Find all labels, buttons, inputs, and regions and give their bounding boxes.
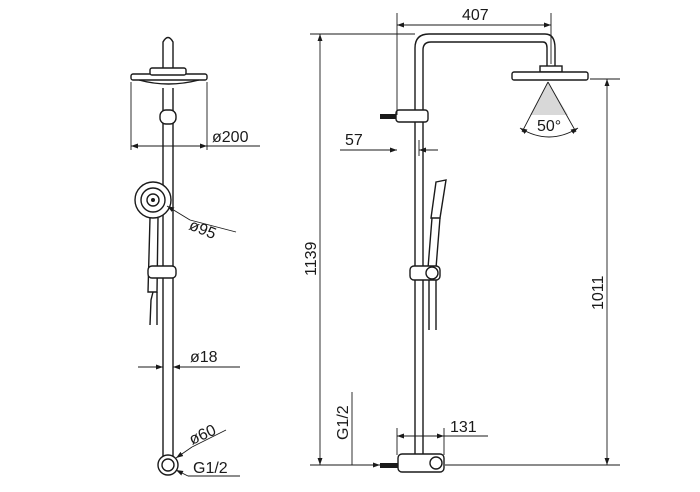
front-dim-mixer-diameter: ø60 xyxy=(187,422,219,449)
front-mixer xyxy=(157,454,179,476)
front-top-spout xyxy=(162,36,174,68)
front-thread-label: G1/2 xyxy=(193,460,228,477)
side-inlet xyxy=(380,463,398,468)
side-wall-bracket xyxy=(395,109,429,123)
front-head-bottom xyxy=(138,79,200,85)
front-hose xyxy=(149,291,154,326)
side-dim-spray-angle: 50° xyxy=(537,118,561,135)
front-dim-head-diameter: ø200 xyxy=(212,129,249,146)
side-hose xyxy=(428,280,437,330)
side-dim-head-height: 1011 xyxy=(590,275,607,310)
side-head-connector xyxy=(539,65,563,73)
front-head-top xyxy=(149,67,187,76)
side-dim-reach: 407 xyxy=(462,7,489,24)
side-inlet-thread-label: G1/2 xyxy=(335,405,352,440)
front-clamp xyxy=(159,109,177,125)
front-dim-rail-diameter: ø18 xyxy=(190,349,218,366)
side-hand-shower xyxy=(430,179,447,219)
side-dim-mixer-depth: 131 xyxy=(450,419,477,436)
side-head xyxy=(511,71,589,81)
side-wall-anchor xyxy=(380,114,396,119)
front-view: ø200 ø95 ø18 ø60 G1/2 xyxy=(130,36,260,477)
side-view: 50° 407 57 1139 1011 xyxy=(303,7,620,473)
front-dim-hand-shower-diameter: ø95 xyxy=(187,217,219,243)
front-slider xyxy=(147,265,177,279)
front-hand-shower-handle xyxy=(147,217,159,293)
side-dim-wall-offset: 57 xyxy=(345,132,363,149)
side-spray-cone xyxy=(530,82,568,115)
side-riser-arm xyxy=(414,33,556,462)
side-dim-total-height: 1139 xyxy=(303,241,320,276)
